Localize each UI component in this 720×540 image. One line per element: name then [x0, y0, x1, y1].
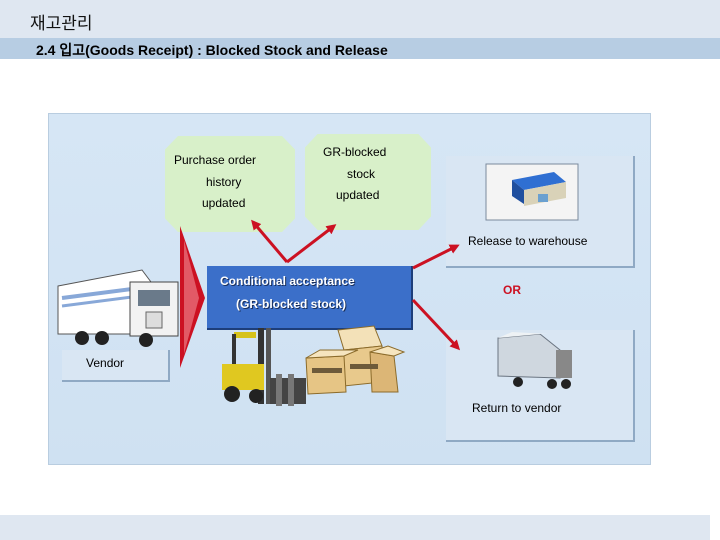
arrow-to-warehouse — [412, 244, 460, 270]
footer-bar — [0, 515, 710, 540]
conditional-line1: Conditional acceptance — [220, 274, 355, 288]
po-history-box — [165, 136, 295, 232]
arrow-to-po-history — [251, 219, 289, 263]
arrow-to-gr-blocked — [286, 224, 337, 264]
arrow-to-return — [411, 298, 461, 351]
header-bar: 재고관리 — [0, 0, 720, 38]
truck-icon — [57, 269, 179, 347]
po-history-line1: Purchase order — [174, 153, 257, 167]
forklift-icon — [222, 328, 306, 406]
po-history-line3: updated — [202, 196, 246, 210]
vendor-label: Vendor — [86, 356, 125, 370]
conditional-acceptance-box — [207, 266, 413, 330]
or-label: OR — [503, 283, 521, 297]
vendor-box — [62, 350, 170, 382]
gr-blocked-line3: updated — [336, 188, 380, 202]
page-title: 재고관리 — [30, 14, 93, 33]
warehouse-icon — [485, 163, 579, 221]
section-title: 2.4 입고(Goods Receipt) : Blocked Stock an… — [36, 42, 388, 58]
gr-blocked-line2: stock — [347, 167, 376, 181]
gr-blocked-line1: GR-blocked — [323, 145, 387, 159]
trailer-truck-icon — [497, 332, 572, 389]
po-history-line2: history — [206, 175, 242, 189]
release-label: Release to warehouse — [468, 234, 588, 248]
subheader-bar: 2.4 입고(Goods Receipt) : Blocked Stock an… — [0, 38, 720, 59]
boxes-icon — [305, 325, 406, 395]
conditional-line2: (GR-blocked stock) — [236, 297, 347, 311]
return-label: Return to vendor — [472, 401, 562, 415]
gr-blocked-box — [305, 134, 431, 230]
